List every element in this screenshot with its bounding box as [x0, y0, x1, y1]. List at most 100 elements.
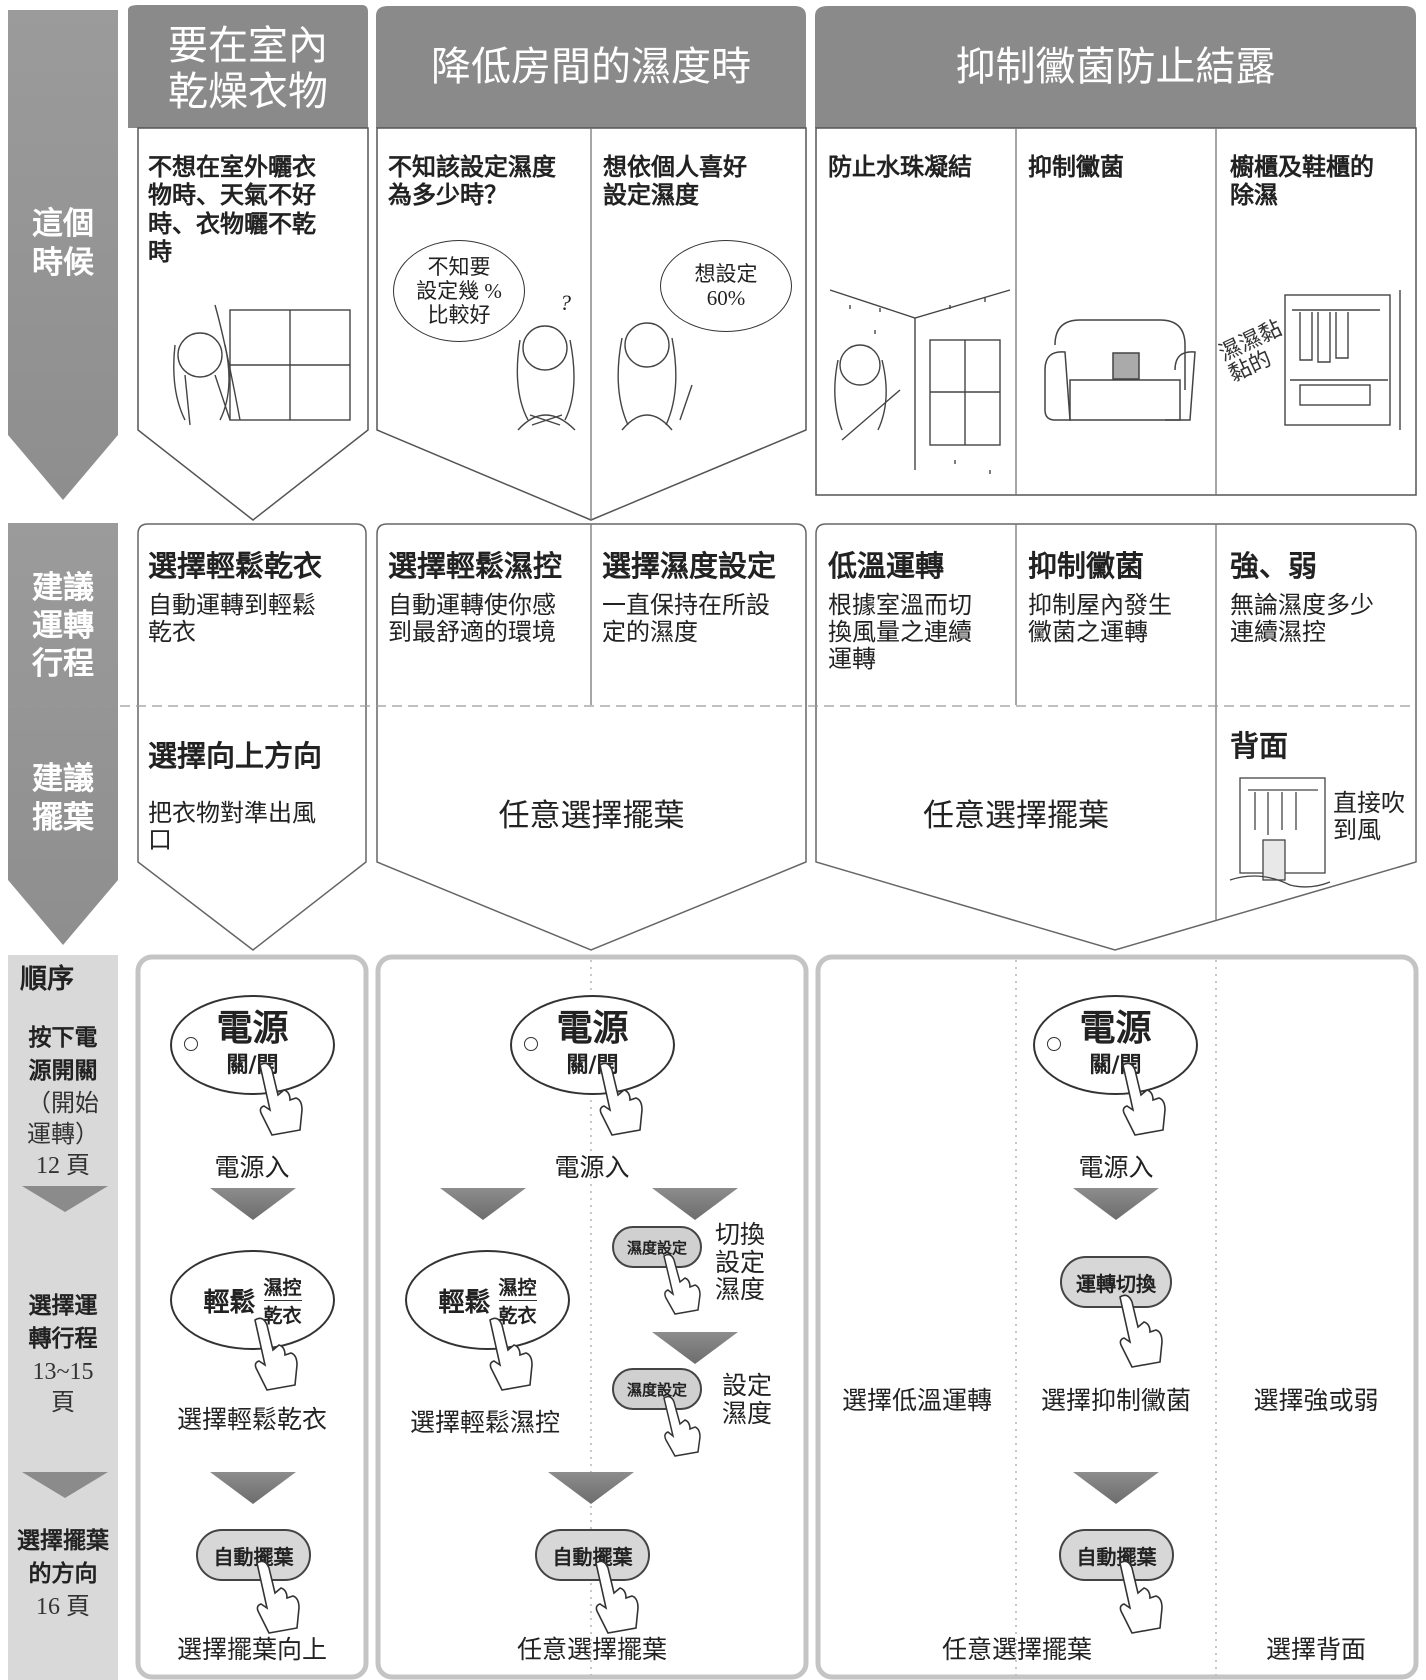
humidity-setting-button[interactable]: 濕度設定 [612, 1368, 702, 1410]
header-mold-condensation: 抑制黴菌防止結露 [955, 44, 1276, 90]
situation-5: 抑制黴菌 [1028, 153, 1124, 181]
step-arrow-1 [22, 1186, 108, 1212]
auto-louver-button[interactable]: 自動擺葉 [1059, 1529, 1174, 1581]
flow-arrow [440, 1188, 526, 1220]
power-button[interactable]: 電源 關/開 [170, 995, 335, 1095]
illustration-woman-pointing [617, 322, 693, 431]
program-desc-4: 根據室溫而切 換風量之連續 運轉 [828, 591, 972, 673]
header-col3-bg [815, 6, 1416, 128]
header-lower-humidity: 降低房間的濕度時 [431, 44, 751, 90]
program-title-3: 選擇濕度設定 [602, 549, 777, 583]
louver-desc-up: 把衣物對準出風 口 [148, 799, 316, 854]
step1-sub: （開始 運轉） 12 頁 [27, 1090, 99, 1180]
caption-power-on: 電源入 [214, 1155, 290, 1182]
caption-power-on: 電源入 [554, 1155, 630, 1182]
easy-humidity-button[interactable]: 輕鬆 濕控 乾衣 [405, 1250, 570, 1350]
hand-pointer-icon [489, 1317, 533, 1391]
step1-label: 按下電 源開關 [28, 1025, 98, 1085]
situation-4: 防止水珠凝結 [828, 153, 972, 181]
program-title-2: 選擇輕鬆濕控 [388, 549, 563, 583]
program-desc-6: 無論濕度多少 連續濕控 [1230, 591, 1374, 646]
situation-col1-box [137, 127, 369, 521]
situation-6: 櫥櫃及鞋櫃的 除濕 [1230, 153, 1374, 210]
side-step-2: 選擇運 轉行程 13~15 頁 [8, 1290, 118, 1419]
side-arrow-top [8, 10, 118, 500]
program-col1-box [137, 523, 367, 951]
step3-sub: 16 頁 [36, 1593, 90, 1620]
illustration-closet [1284, 290, 1401, 430]
power-indicator-icon [184, 1037, 198, 1051]
caption-switch-humidity: 切換 設定 濕度 [715, 1222, 766, 1304]
side-label-suggested-course: 建議 運轉 行程 [32, 570, 94, 682]
order-col2-panel [375, 954, 809, 1680]
hand-pointer-icon [1119, 1560, 1163, 1634]
auto-louver-button[interactable]: 自動擺葉 [196, 1529, 311, 1581]
illustration-woman-window [173, 304, 351, 426]
caption-select-strong-weak: 選擇強或弱 [1253, 1388, 1379, 1415]
power-indicator-icon [524, 1037, 538, 1051]
illustration-wall-condensation [829, 289, 1011, 474]
step2-sub: 13~15 頁 [32, 1358, 94, 1416]
situation-3: 想依個人喜好 設定濕度 [603, 153, 747, 210]
speech-bubble-set-60: 想設定 60% [660, 240, 792, 332]
program-desc-2: 自動運轉使你感 到最舒適的環境 [388, 591, 556, 646]
power-button[interactable]: 電源 關/開 [510, 995, 675, 1095]
mode-switch-button[interactable]: 運轉切換 [1060, 1256, 1172, 1308]
easy-dry-button[interactable]: 輕鬆 濕控 乾衣 [170, 1250, 335, 1350]
louver-any-col2: 任意選擇擺葉 [498, 798, 685, 834]
caption-select-low-temp: 選擇低溫運轉 [841, 1388, 992, 1415]
caption-louver-up: 選擇擺葉向上 [176, 1637, 327, 1664]
step2-label: 選擇運 轉行程 [28, 1293, 98, 1353]
louver-desc-back: 直接吹 到風 [1333, 789, 1405, 844]
flow-arrow [652, 1332, 738, 1364]
hand-pointer-icon [663, 1253, 701, 1315]
flow-arrow [652, 1188, 738, 1220]
caption-power-on: 電源入 [1078, 1155, 1154, 1182]
louver-title-back: 背面 [1230, 729, 1289, 763]
flow-arrow [548, 1472, 634, 1504]
side-step-column [8, 955, 118, 1680]
header-col2-bg [376, 6, 806, 128]
side-label-this-time: 這個 時候 [32, 206, 94, 281]
hand-pointer-icon [663, 1395, 701, 1457]
order-col3-panel [815, 954, 1419, 1680]
caption-select-easy-dry: 選擇輕鬆乾衣 [176, 1407, 327, 1434]
side-label-suggested-louver: 建議 擺葉 [32, 761, 94, 836]
hand-pointer-icon [595, 1560, 639, 1634]
program-col2-box [376, 523, 807, 951]
header-dry-clothes: 要在室內 乾燥衣物 [168, 23, 328, 115]
situation-1: 不想在室外曬衣 物時、天氣不好 時、衣物曬不乾 時 [148, 153, 316, 266]
program-title-1: 選擇輕鬆乾衣 [148, 549, 323, 583]
program-title-5: 抑制黴菌 [1028, 549, 1145, 583]
auto-louver-button[interactable]: 自動擺葉 [535, 1529, 650, 1581]
louver-title-up: 選擇向上方向 [148, 739, 323, 773]
program-title-4: 低溫運轉 [828, 549, 945, 583]
caption-select-easy-humidity: 選擇輕鬆濕控 [409, 1410, 560, 1437]
side-order-title: 順序 [20, 964, 74, 995]
hand-pointer-icon [256, 1560, 300, 1634]
hand-pointer-icon [1119, 1294, 1163, 1368]
power-indicator-icon [1047, 1037, 1061, 1051]
header-col1-bg [128, 5, 368, 128]
program-desc-5: 抑制屋內發生 黴菌之運轉 [1028, 591, 1172, 646]
speech-bubble-unsure: 不知要 設定幾 % 比較好 [393, 240, 525, 342]
louver-any-col3: 任意選擇擺葉 [923, 798, 1109, 834]
flow-arrow [210, 1472, 296, 1504]
program-col3-box [815, 523, 1417, 951]
side-arrow-middle [8, 523, 118, 945]
program-desc-1: 自動運轉到輕鬆 乾衣 [148, 591, 316, 646]
illustration-sofa [1044, 319, 1196, 421]
illustration-woman-confused [516, 325, 576, 431]
humidity-setting-button[interactable]: 濕度設定 [612, 1226, 702, 1268]
hand-pointer-icon [259, 1062, 303, 1136]
caption-louver-back: 選擇背面 [1265, 1637, 1366, 1664]
hand-pointer-icon [1122, 1062, 1166, 1136]
flow-arrow [210, 1188, 296, 1220]
flow-arrow [1073, 1188, 1159, 1220]
step-arrow-2 [22, 1472, 108, 1498]
caption-set-humidity: 設定 濕度 [722, 1373, 773, 1428]
caption-louver-any: 任意選擇擺葉 [941, 1637, 1092, 1664]
caption-select-mold: 選擇抑制黴菌 [1040, 1388, 1191, 1415]
hand-pointer-icon [599, 1062, 643, 1136]
program-title-6: 強、弱 [1230, 549, 1318, 583]
